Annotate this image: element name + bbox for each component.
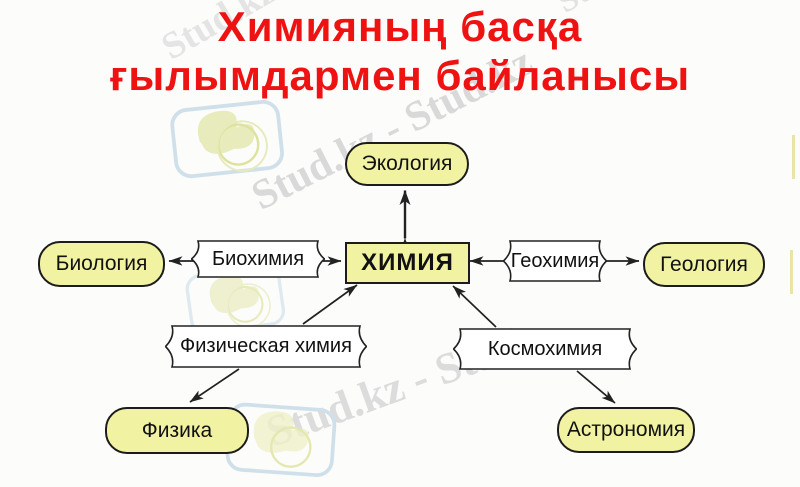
arrow-physical-chemistry-physics — [189, 368, 240, 403]
page-title-line1: Химияның басқа — [217, 3, 583, 50]
screenshot-root: { "title": { "line1": "Химияның басқа", … — [0, 0, 800, 477]
page-title-line2: ғылымдармен байланысы — [109, 52, 691, 99]
node-chemistry: ХИМИЯ — [345, 242, 470, 284]
node-biology-label: Биология — [55, 252, 148, 275]
connector-biochemistry: Биохимия — [191, 240, 325, 278]
arrow-cosmochemistry-chemistry — [452, 285, 497, 328]
diagram-arrows — [168, 190, 640, 404]
connector-physical-chemistry-label: Физическая химия — [180, 335, 352, 357]
arrow-physical-chemistry-chemistry — [302, 284, 358, 325]
node-ecology: Экология — [345, 142, 469, 186]
node-biology: Биология — [38, 241, 165, 287]
connector-geochemistry-label: Геохимия — [510, 249, 600, 272]
arrow-cosmochemistry-astronomy — [576, 370, 616, 404]
node-geology-label: Геология — [660, 252, 748, 276]
node-ecology-label: Экология — [361, 152, 453, 175]
node-astronomy: Астрономия — [557, 407, 695, 453]
page-title: Химияның басқа ғылымдармен байланысы — [0, 2, 800, 100]
connector-geochemistry: Геохимия — [503, 240, 607, 282]
connector-cosmochemistry-label: Космохимия — [487, 337, 603, 360]
watermark-edge-mark — [792, 135, 795, 179]
connector-physical-chemistry: Физическая химия — [165, 325, 367, 368]
connector-biochemistry-label: Биохимия — [211, 247, 305, 270]
node-chemistry-label: ХИМИЯ — [361, 249, 454, 276]
node-physics-label: Физика — [141, 418, 213, 442]
node-physics: Физика — [105, 407, 249, 454]
watermark-edge-mark — [790, 250, 793, 294]
stud-kz-logo-icon — [166, 94, 289, 182]
node-astronomy-label: Астрономия — [566, 418, 686, 441]
node-geology: Геология — [643, 242, 765, 287]
connector-cosmochemistry: Космохимия — [453, 328, 637, 370]
